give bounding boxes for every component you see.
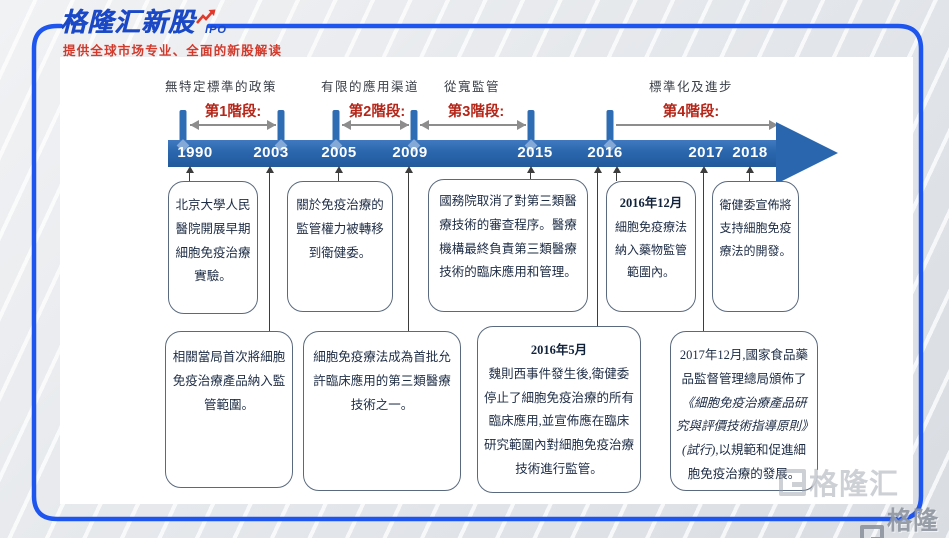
event-note: (試行)	[682, 443, 716, 457]
event-box-2003: 相關當局首次將細胞免疫治療產品納入監管範圍。	[165, 331, 293, 488]
stage-tick	[332, 110, 340, 142]
connector-2018	[745, 166, 754, 181]
event-book-title: 《細胞免疫治療產品研究與評價技術指導原則》	[676, 395, 814, 434]
phase-title-3: 從寬監管	[443, 80, 501, 94]
event-text-prefix: 2017年12月,國家食品藥品監督管理總局頒佈了	[679, 348, 809, 386]
stage-tick	[277, 110, 285, 142]
stage-tick	[606, 110, 614, 142]
connector-2003	[265, 166, 274, 331]
event-text: 北京大學人民醫院開展早期細胞免疫治療實驗。	[175, 198, 251, 284]
event-text: 關於免疫治療的監管權力被轉移到衛健委。	[296, 198, 384, 260]
connector-2015	[526, 166, 535, 181]
brand-logo: 格隆汇新股 IPO	[60, 7, 227, 37]
gelonghui-g-icon	[860, 525, 884, 538]
event-text: 國務院取消了對第三類醫療技術的審查程序。醫療機構最終負責第三類醫療技術的臨床應用…	[439, 194, 577, 280]
event-box-1990: 北京大學人民醫院開展早期細胞免疫治療實驗。	[168, 181, 258, 314]
connector-2017	[699, 166, 708, 331]
year-2017: 2017	[688, 144, 724, 161]
event-box-2009: 細胞免疫療法成為首批允許臨床應用的第三類醫療技術之一。	[303, 331, 461, 491]
event-box-2015: 國務院取消了對第三類醫療技術的審查程序。醫療機構最終負責第三類醫療技術的臨床應用…	[428, 179, 588, 312]
stage-span-arrow-3	[420, 119, 526, 130]
brand-badge: IPO	[205, 24, 227, 36]
stage-label-4: 第4階段:	[662, 104, 720, 120]
event-text: 相關當局首次將細胞免疫治療產品納入監管範圍。	[172, 350, 286, 412]
trend-arrow-icon	[196, 9, 216, 31]
phase-title-2: 有限的應用渠道	[320, 80, 420, 94]
event-box-2016-may: 2016年5月 魏則西事件發生後,衛健委停止了細胞免疫治療的所有臨床應用,並宣佈…	[477, 326, 641, 493]
timeline-bar	[168, 140, 778, 167]
year-2003: 2003	[253, 144, 289, 161]
event-text: 細胞免疫療法納入藥物監管範圍內。	[614, 219, 687, 280]
year-2018: 2018	[732, 144, 768, 161]
year-1990: 1990	[177, 144, 213, 161]
brand-tagline: 提供全球市场专业、全面的新股解读	[63, 44, 283, 58]
event-box-2018: 衛健委宣佈將支持細胞免疫療法的開發。	[712, 181, 799, 312]
timeline-arrowhead	[776, 122, 838, 184]
watermark-corner: 格隆汇	[860, 501, 949, 538]
phase-title-1: 無特定標準的政策	[164, 80, 278, 94]
connector-2016-dec	[612, 166, 621, 181]
watermark-text: 格隆汇	[809, 469, 900, 501]
event-text-suffix: ,以規範和促進細胞免疫治療的發展。	[687, 443, 806, 481]
stage-tick	[410, 110, 418, 142]
year-2016: 2016	[587, 144, 623, 161]
event-text: 細胞免疫療法成為首批允許臨床應用的第三類醫療技術之一。	[313, 350, 451, 412]
connector-2016-may	[593, 166, 602, 326]
event-date: 2016年5月	[530, 343, 588, 357]
year-2015: 2015	[517, 144, 553, 161]
stage-tick	[527, 110, 535, 142]
connector-2005	[334, 166, 343, 181]
watermark-inner: 格隆汇	[779, 461, 899, 503]
stage-span-arrow-1	[190, 119, 276, 130]
connector-1990	[185, 166, 194, 181]
stage-span-arrow-2	[342, 119, 409, 130]
event-box-2017: 2017年12月,國家食品藥品監督管理總局頒佈了《細胞免疫治療產品研究與評價技術…	[670, 331, 818, 491]
event-text: 魏則西事件發生後,衛健委停止了細胞免疫治療的所有臨床應用,並宣佈應在臨床研究範圍…	[483, 366, 634, 476]
gelonghui-g-icon	[779, 468, 806, 496]
year-2005: 2005	[321, 144, 357, 161]
phase-title-4: 標準化及進步	[648, 80, 734, 94]
year-2009: 2009	[392, 144, 428, 161]
event-box-2016-dec: 2016年12月 細胞免疫療法納入藥物監管範圍內。	[606, 181, 696, 312]
stage-span-arrow-4	[616, 119, 778, 130]
event-date: 2016年12月	[619, 196, 683, 210]
stage-label-3: 第3階段:	[447, 104, 505, 120]
connector-2009	[404, 166, 413, 331]
watermark-text: 格隆汇	[887, 507, 940, 535]
stage-label-1: 第1階段:	[204, 104, 262, 120]
event-text: 衛健委宣佈將支持細胞免疫療法的開發。	[719, 198, 792, 258]
brand-logo-text: 格隆汇新股	[60, 7, 196, 37]
event-box-2005: 關於免疫治療的監管權力被轉移到衛健委。	[287, 181, 393, 312]
stage-tick	[179, 110, 187, 142]
stage-label-2: 第2階段:	[348, 104, 406, 120]
